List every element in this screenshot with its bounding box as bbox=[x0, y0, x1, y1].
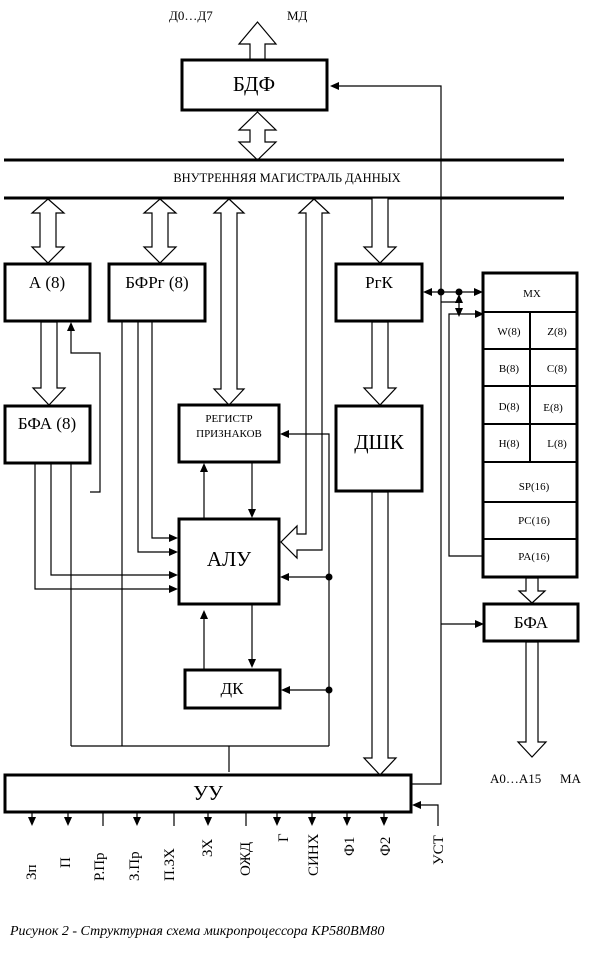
bdf-label: БДФ bbox=[233, 72, 275, 96]
bfrg-bus-arrow bbox=[142, 198, 178, 264]
bfrg-alu-arrowhead-2 bbox=[169, 534, 178, 542]
bfa-acc-block bbox=[3, 404, 92, 465]
flags-register-block bbox=[177, 403, 281, 464]
register-z: Z(8) bbox=[547, 326, 567, 338]
bfa-acc-label: БФА (8) bbox=[18, 414, 76, 433]
register-w: W(8) bbox=[497, 326, 521, 338]
signal-p-zx: П.ЗХ bbox=[162, 848, 178, 881]
mux-up-arrowhead bbox=[455, 294, 463, 303]
address-bus-label: МА bbox=[560, 771, 582, 786]
signal-r-pr: Р.Пр bbox=[92, 852, 108, 881]
bfa-feedback-arrowhead bbox=[67, 322, 75, 331]
control-alu-arrowhead bbox=[280, 573, 289, 581]
signal-g: Г bbox=[276, 833, 292, 842]
register-b: B(8) bbox=[499, 363, 520, 375]
signal-z-pr: З.Пр bbox=[127, 851, 143, 881]
uu-to-bfa-arrowhead bbox=[475, 620, 484, 628]
signal-f2: Ф2 bbox=[378, 837, 394, 856]
rgk-mux-junction-2 bbox=[455, 288, 463, 296]
flags-bus-arrow bbox=[212, 198, 246, 406]
control-unit-label: УУ bbox=[193, 781, 223, 805]
uu-to-bdf-arrowhead bbox=[330, 82, 339, 90]
dshk-to-uu-arrow bbox=[362, 491, 398, 776]
regfile-to-bfa-arrow bbox=[517, 577, 547, 604]
signal-ust: УСТ bbox=[431, 835, 447, 865]
register-e: E(8) bbox=[543, 402, 563, 414]
mux-label: МХ bbox=[523, 288, 541, 300]
control-unit-block bbox=[3, 773, 413, 814]
acc-bus-arrow bbox=[30, 198, 66, 264]
bfa-alu-line-1 bbox=[50, 463, 172, 576]
data-bus-label: МД bbox=[287, 8, 308, 23]
rgk-mux-arrowhead-left bbox=[423, 288, 432, 296]
rgk-mux-junction-1 bbox=[437, 288, 445, 296]
bfrg-label: БФРг (8) bbox=[125, 273, 188, 292]
bdf-internal-bus-arrow bbox=[237, 111, 278, 161]
control-vertical-line bbox=[287, 433, 330, 746]
register-loop-arrowhead bbox=[475, 310, 484, 318]
uu-to-mux-arrowhead bbox=[455, 308, 463, 317]
bdf-block bbox=[180, 58, 329, 112]
signal-p: П bbox=[58, 857, 74, 868]
flags-register-label-1: РЕГИСТР bbox=[205, 413, 252, 425]
control-signal-lines bbox=[28, 801, 439, 826]
rgk-bus-arrow bbox=[362, 197, 398, 264]
command-register-label: РгК bbox=[365, 273, 393, 292]
signal-zx: ЗХ bbox=[200, 838, 216, 857]
data-bus-pins-label: Д0…Д7 bbox=[169, 8, 213, 23]
bfrg-block bbox=[107, 262, 207, 323]
signal-sinh: СИНХ bbox=[306, 833, 322, 876]
bfa-address-block bbox=[482, 602, 580, 643]
bfrg-alu-line-1 bbox=[137, 322, 172, 553]
bfa-address-label: БФА bbox=[514, 613, 549, 632]
accumulator-block bbox=[3, 262, 92, 323]
control-alu-junction bbox=[325, 573, 333, 581]
signal-f1: Ф1 bbox=[342, 837, 358, 856]
bfrg-alu-line-2 bbox=[151, 322, 172, 539]
rgk-to-dshk-arrow bbox=[362, 321, 398, 406]
register-l: L(8) bbox=[547, 438, 567, 450]
bfa-alu-arrowhead-2 bbox=[169, 585, 178, 593]
alu-label: АЛУ bbox=[207, 547, 251, 571]
register-pc: PC(16) bbox=[518, 515, 550, 527]
alu-bus-arrow bbox=[280, 198, 331, 560]
address-bus-pins-label: А0…А15 bbox=[490, 771, 541, 786]
figure-caption: Рисунок 2 - Структурная схема микропроце… bbox=[9, 924, 384, 939]
register-c: C(8) bbox=[547, 363, 568, 375]
control-dk-arrowhead bbox=[281, 686, 290, 694]
command-register-block bbox=[334, 262, 424, 323]
control-flags-arrowhead bbox=[280, 430, 289, 438]
register-pa: PA(16) bbox=[518, 551, 550, 563]
bfa-alu-arrowhead-1 bbox=[169, 571, 178, 579]
alu-block bbox=[177, 517, 281, 606]
accumulator-label: А (8) bbox=[29, 273, 65, 292]
internal-bus-label: ВНУТРЕННЯЯ МАГИСТРАЛЬ ДАННЫХ bbox=[173, 171, 400, 185]
signal-ozhd: ОЖД bbox=[238, 842, 254, 876]
rgk-mux-arrowhead-right bbox=[474, 288, 483, 296]
alu-to-dk-arrowhead bbox=[248, 659, 256, 668]
flags-to-alu-arrowhead bbox=[248, 509, 256, 518]
register-d: D(8) bbox=[499, 401, 520, 413]
acc-to-bfa-arrow bbox=[31, 321, 67, 406]
decoder-block bbox=[334, 404, 424, 493]
external-data-bus-arrow bbox=[237, 21, 278, 61]
flags-register-label-2: ПРИЗНАКОВ bbox=[196, 428, 262, 440]
register-h: H(8) bbox=[499, 438, 520, 450]
bfa-feedback-line bbox=[70, 327, 101, 493]
uu-to-bdf-line bbox=[337, 85, 442, 785]
address-bus-arrow bbox=[516, 641, 548, 758]
register-loop-line bbox=[448, 313, 483, 557]
dk-to-alu-arrowhead bbox=[200, 610, 208, 619]
bfa-alu-line-2 bbox=[34, 463, 172, 590]
register-cells bbox=[483, 312, 577, 540]
decoder-label: ДШК bbox=[354, 430, 405, 454]
decimal-corrector-label: ДК bbox=[221, 679, 245, 698]
decimal-corrector-block bbox=[183, 668, 282, 710]
register-sp: SP(16) bbox=[519, 481, 550, 493]
bfrg-alu-arrowhead-1 bbox=[169, 548, 178, 556]
alu-to-flags-arrowhead bbox=[200, 463, 208, 472]
control-dk-junction bbox=[325, 686, 333, 694]
signal-zp: Зп bbox=[24, 864, 40, 880]
